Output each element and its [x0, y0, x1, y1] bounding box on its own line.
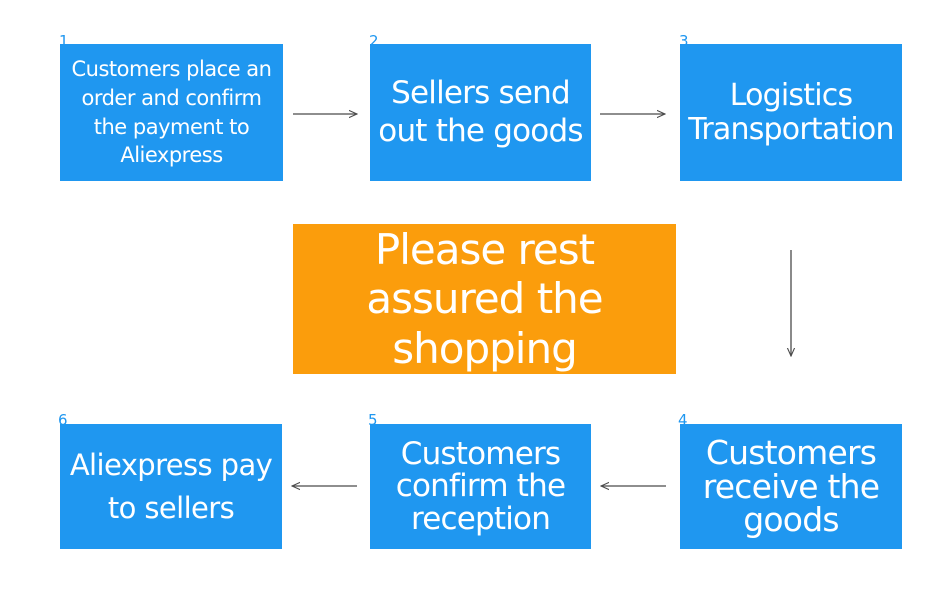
step-2-number: 2 [369, 32, 379, 50]
step-3-number: 3 [679, 32, 689, 50]
step-3-box: Logistics Transportation [680, 44, 902, 181]
step-5-box: Customers confirm the reception [370, 424, 591, 549]
center-message-text: Please rest assured the shopping [366, 224, 603, 373]
step-2-box: Sellers send out the goods [370, 44, 591, 181]
step-5-number: 5 [368, 411, 378, 429]
step-1-label: Customers place an order and confirm the… [71, 56, 272, 168]
step-2-label: Sellers send out the goods [378, 75, 583, 149]
step-4-number: 4 [678, 411, 688, 429]
step-6-label: Aliexpress pay to sellers [69, 448, 273, 525]
step-1-box: Customers place an order and confirm the… [60, 44, 283, 181]
step-3-label: Logistics Transportation [688, 77, 894, 147]
step-6-box: Aliexpress pay to sellers [60, 424, 282, 549]
step-4-label: Customers receive the goods [702, 433, 880, 540]
center-message-box: Please rest assured the shopping [293, 224, 676, 374]
step-1-number: 1 [59, 32, 69, 50]
step-5-label: Customers confirm the reception [395, 435, 566, 537]
step-6-number: 6 [58, 411, 68, 429]
step-4-box: Customers receive the goods [680, 424, 902, 549]
